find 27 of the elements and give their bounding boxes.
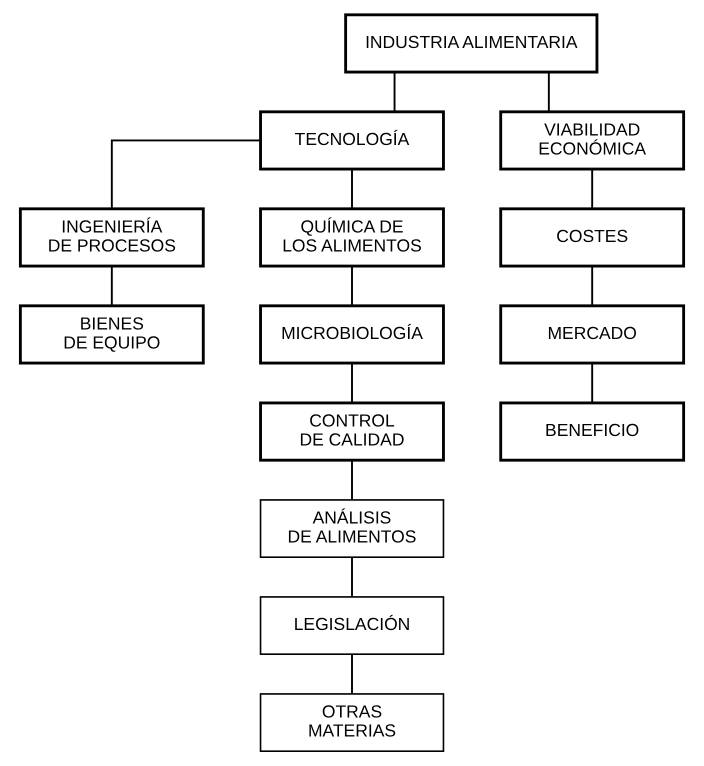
connector	[351, 170, 353, 208]
node-box: INDUSTRIA ALIMENTARIA	[344, 13, 598, 74]
node-box: LEGISLACIÓN	[260, 596, 444, 655]
node-box: COSTES	[499, 207, 686, 268]
connector	[591, 266, 594, 306]
node-box: INGENIERÍA DE PROCESOS	[18, 207, 205, 268]
connector	[110, 139, 260, 208]
node-box: VIABILIDAD ECONÓMICA	[499, 110, 686, 170]
node-box: MICROBIOLOGÍA	[259, 304, 445, 365]
node-box: ANÁLISIS DE ALIMENTOS	[260, 499, 444, 558]
node-box: BENEFICIO	[499, 401, 686, 462]
connector	[351, 654, 353, 694]
connector	[110, 266, 113, 306]
node-box: TECNOLOGÍA	[259, 110, 445, 170]
connector	[351, 266, 353, 306]
node-box: MERCADO	[499, 304, 686, 365]
connector	[591, 170, 594, 208]
connector	[548, 72, 550, 112]
connector	[351, 364, 353, 402]
connector	[351, 558, 353, 596]
node-box: BIENES DE EQUIPO	[18, 304, 205, 365]
connector	[351, 460, 353, 500]
node-box: CONTROL DE CALIDAD	[259, 401, 445, 462]
node-box: QUÍMICA DE LOS ALIMENTOS	[259, 207, 445, 268]
connector	[591, 364, 594, 402]
connector	[394, 72, 396, 112]
node-box: OTRAS MATERIAS	[260, 693, 444, 752]
